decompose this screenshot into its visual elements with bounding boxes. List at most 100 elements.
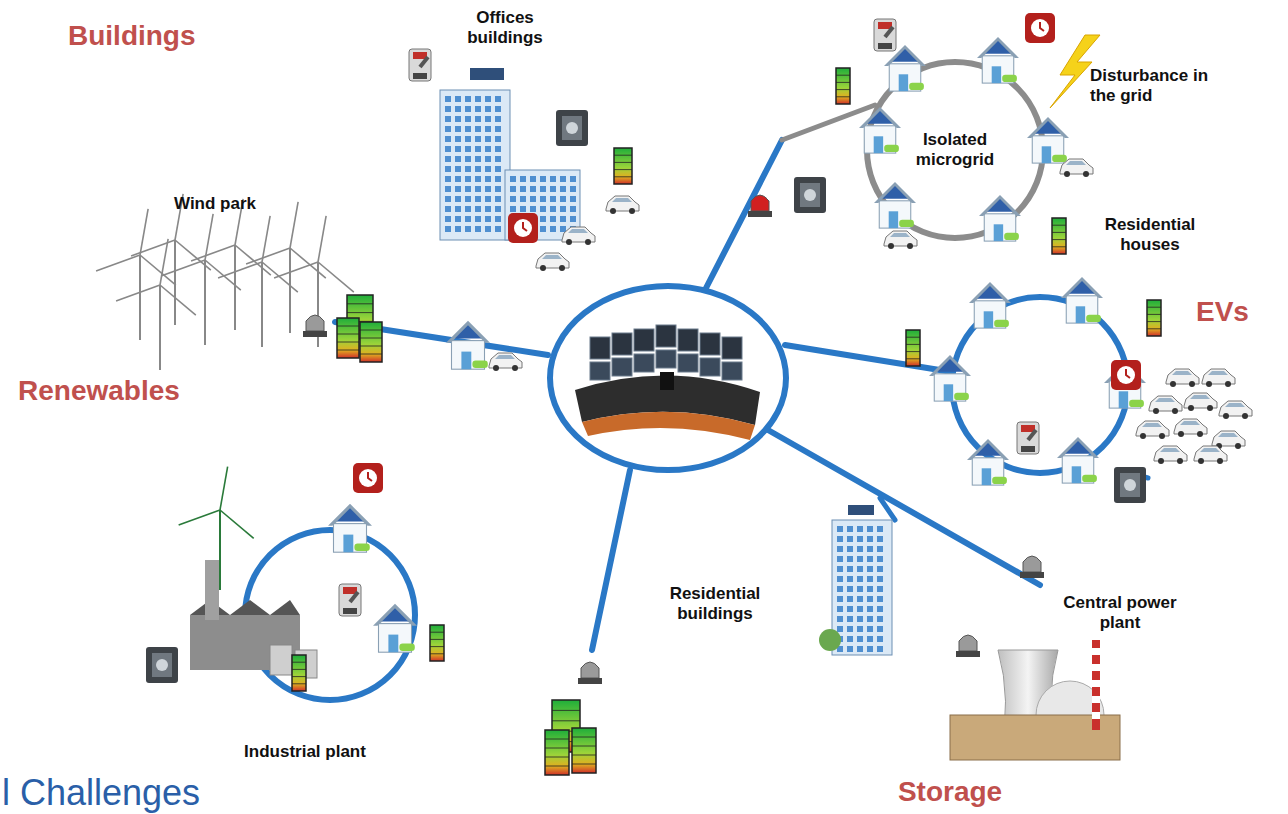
battery-icon	[572, 728, 596, 773]
battery-icon	[360, 322, 382, 362]
switch-icon	[874, 19, 896, 51]
wind-turbine	[246, 202, 326, 333]
label-text: Disturbance in the grid	[1090, 66, 1230, 105]
solar-panel	[470, 68, 504, 80]
caption-label: Wind park	[150, 194, 280, 214]
generator-icon	[146, 647, 178, 683]
car-icon	[1154, 446, 1187, 464]
grid-line	[768, 430, 1040, 585]
car-icon	[1166, 369, 1199, 387]
caption-label: Offices buildings	[450, 8, 560, 47]
car-icon	[1149, 396, 1182, 414]
generator-icon	[1114, 467, 1146, 503]
generator-icon	[556, 110, 588, 146]
car-icon	[489, 353, 522, 371]
house-icon	[874, 182, 916, 228]
house-icon	[929, 355, 971, 401]
solar-panel	[848, 505, 874, 515]
car-icon	[606, 196, 639, 214]
grid-line	[785, 345, 952, 372]
microgrid-ring-label: Isolated microgrid	[900, 130, 1010, 169]
category-label: Renewables	[18, 375, 238, 407]
tie-line	[782, 105, 875, 140]
battery-icon	[292, 655, 306, 691]
caption-label: Central power plant	[1050, 593, 1190, 632]
label-text: Residential buildings	[655, 584, 775, 623]
car-icon	[1060, 159, 1093, 177]
tree-icon	[819, 629, 841, 651]
car-icon	[1202, 369, 1235, 387]
grid-line	[592, 470, 630, 650]
ev-ring	[952, 297, 1128, 473]
category-label: Storage	[880, 776, 1020, 808]
category-label: Buildings	[68, 20, 248, 52]
power-plant	[950, 640, 1120, 760]
wind-turbine	[218, 216, 298, 347]
car-icon	[884, 231, 917, 249]
label-text: Residential houses	[1080, 215, 1220, 254]
house-icon	[328, 504, 372, 552]
battery-icon	[337, 318, 359, 358]
grid-line	[705, 140, 782, 290]
node-text: Isolated microgrid	[900, 130, 1010, 169]
signal-lamp	[578, 662, 602, 684]
category-label: l Challenges	[2, 772, 322, 813]
house-icon	[1027, 117, 1069, 163]
battery-icon	[430, 625, 444, 661]
house-icon	[967, 439, 1009, 485]
battery-icon	[614, 148, 632, 184]
alarm-icon	[1025, 13, 1055, 43]
label-text: Offices buildings	[450, 8, 560, 47]
car-icon	[1219, 401, 1252, 419]
grid-lines	[335, 105, 1148, 650]
signal-lamp	[748, 195, 772, 217]
icons	[96, 13, 1252, 775]
control-center	[550, 286, 786, 470]
wind-turbine	[131, 194, 211, 325]
category-label: EVs	[1196, 296, 1276, 328]
caption-label: Industrial plant	[220, 742, 390, 762]
signal-lamp	[1020, 556, 1044, 578]
house-icon	[373, 604, 417, 652]
caption-label: Residential houses	[1080, 215, 1220, 254]
switch-icon	[1017, 422, 1039, 454]
car-icon	[536, 253, 569, 271]
generator-icon	[794, 177, 826, 213]
house-icon	[979, 195, 1021, 241]
wind-turbine	[161, 214, 241, 345]
label-text: Central power plant	[1050, 593, 1190, 632]
control-console	[575, 325, 760, 440]
car-icon	[1194, 446, 1227, 464]
residential-building	[832, 520, 892, 655]
car-icon	[1174, 419, 1207, 437]
alarm-icon	[1111, 360, 1141, 390]
house-icon	[969, 282, 1011, 328]
battery-icon	[836, 68, 850, 104]
label-text: Renewables	[18, 375, 238, 407]
house-icon	[859, 107, 901, 153]
label-text: Storage	[880, 776, 1020, 808]
microgrid-ring	[867, 62, 1043, 238]
house-icon	[1057, 437, 1099, 483]
battery-icon	[1147, 300, 1161, 336]
switch-icon	[409, 49, 431, 81]
wind-turbine	[191, 199, 271, 330]
battery-icon	[1052, 218, 1066, 254]
car-icon	[562, 227, 595, 245]
alarm-icon	[508, 213, 538, 243]
switch-icon	[339, 584, 361, 616]
house-icon	[884, 45, 926, 91]
car-icon	[1184, 393, 1217, 411]
label-text: Industrial plant	[220, 742, 390, 762]
battery-icon	[906, 330, 920, 366]
label-text: Buildings	[68, 20, 248, 52]
alarm-icon	[353, 463, 383, 493]
wind-turbine	[116, 239, 196, 370]
grid-line	[880, 498, 895, 520]
caption-label: Residential buildings	[655, 584, 775, 623]
label-text: l Challenges	[2, 772, 322, 813]
battery-icon	[545, 730, 569, 775]
car-icon	[1136, 421, 1169, 439]
house-icon	[1061, 277, 1103, 323]
